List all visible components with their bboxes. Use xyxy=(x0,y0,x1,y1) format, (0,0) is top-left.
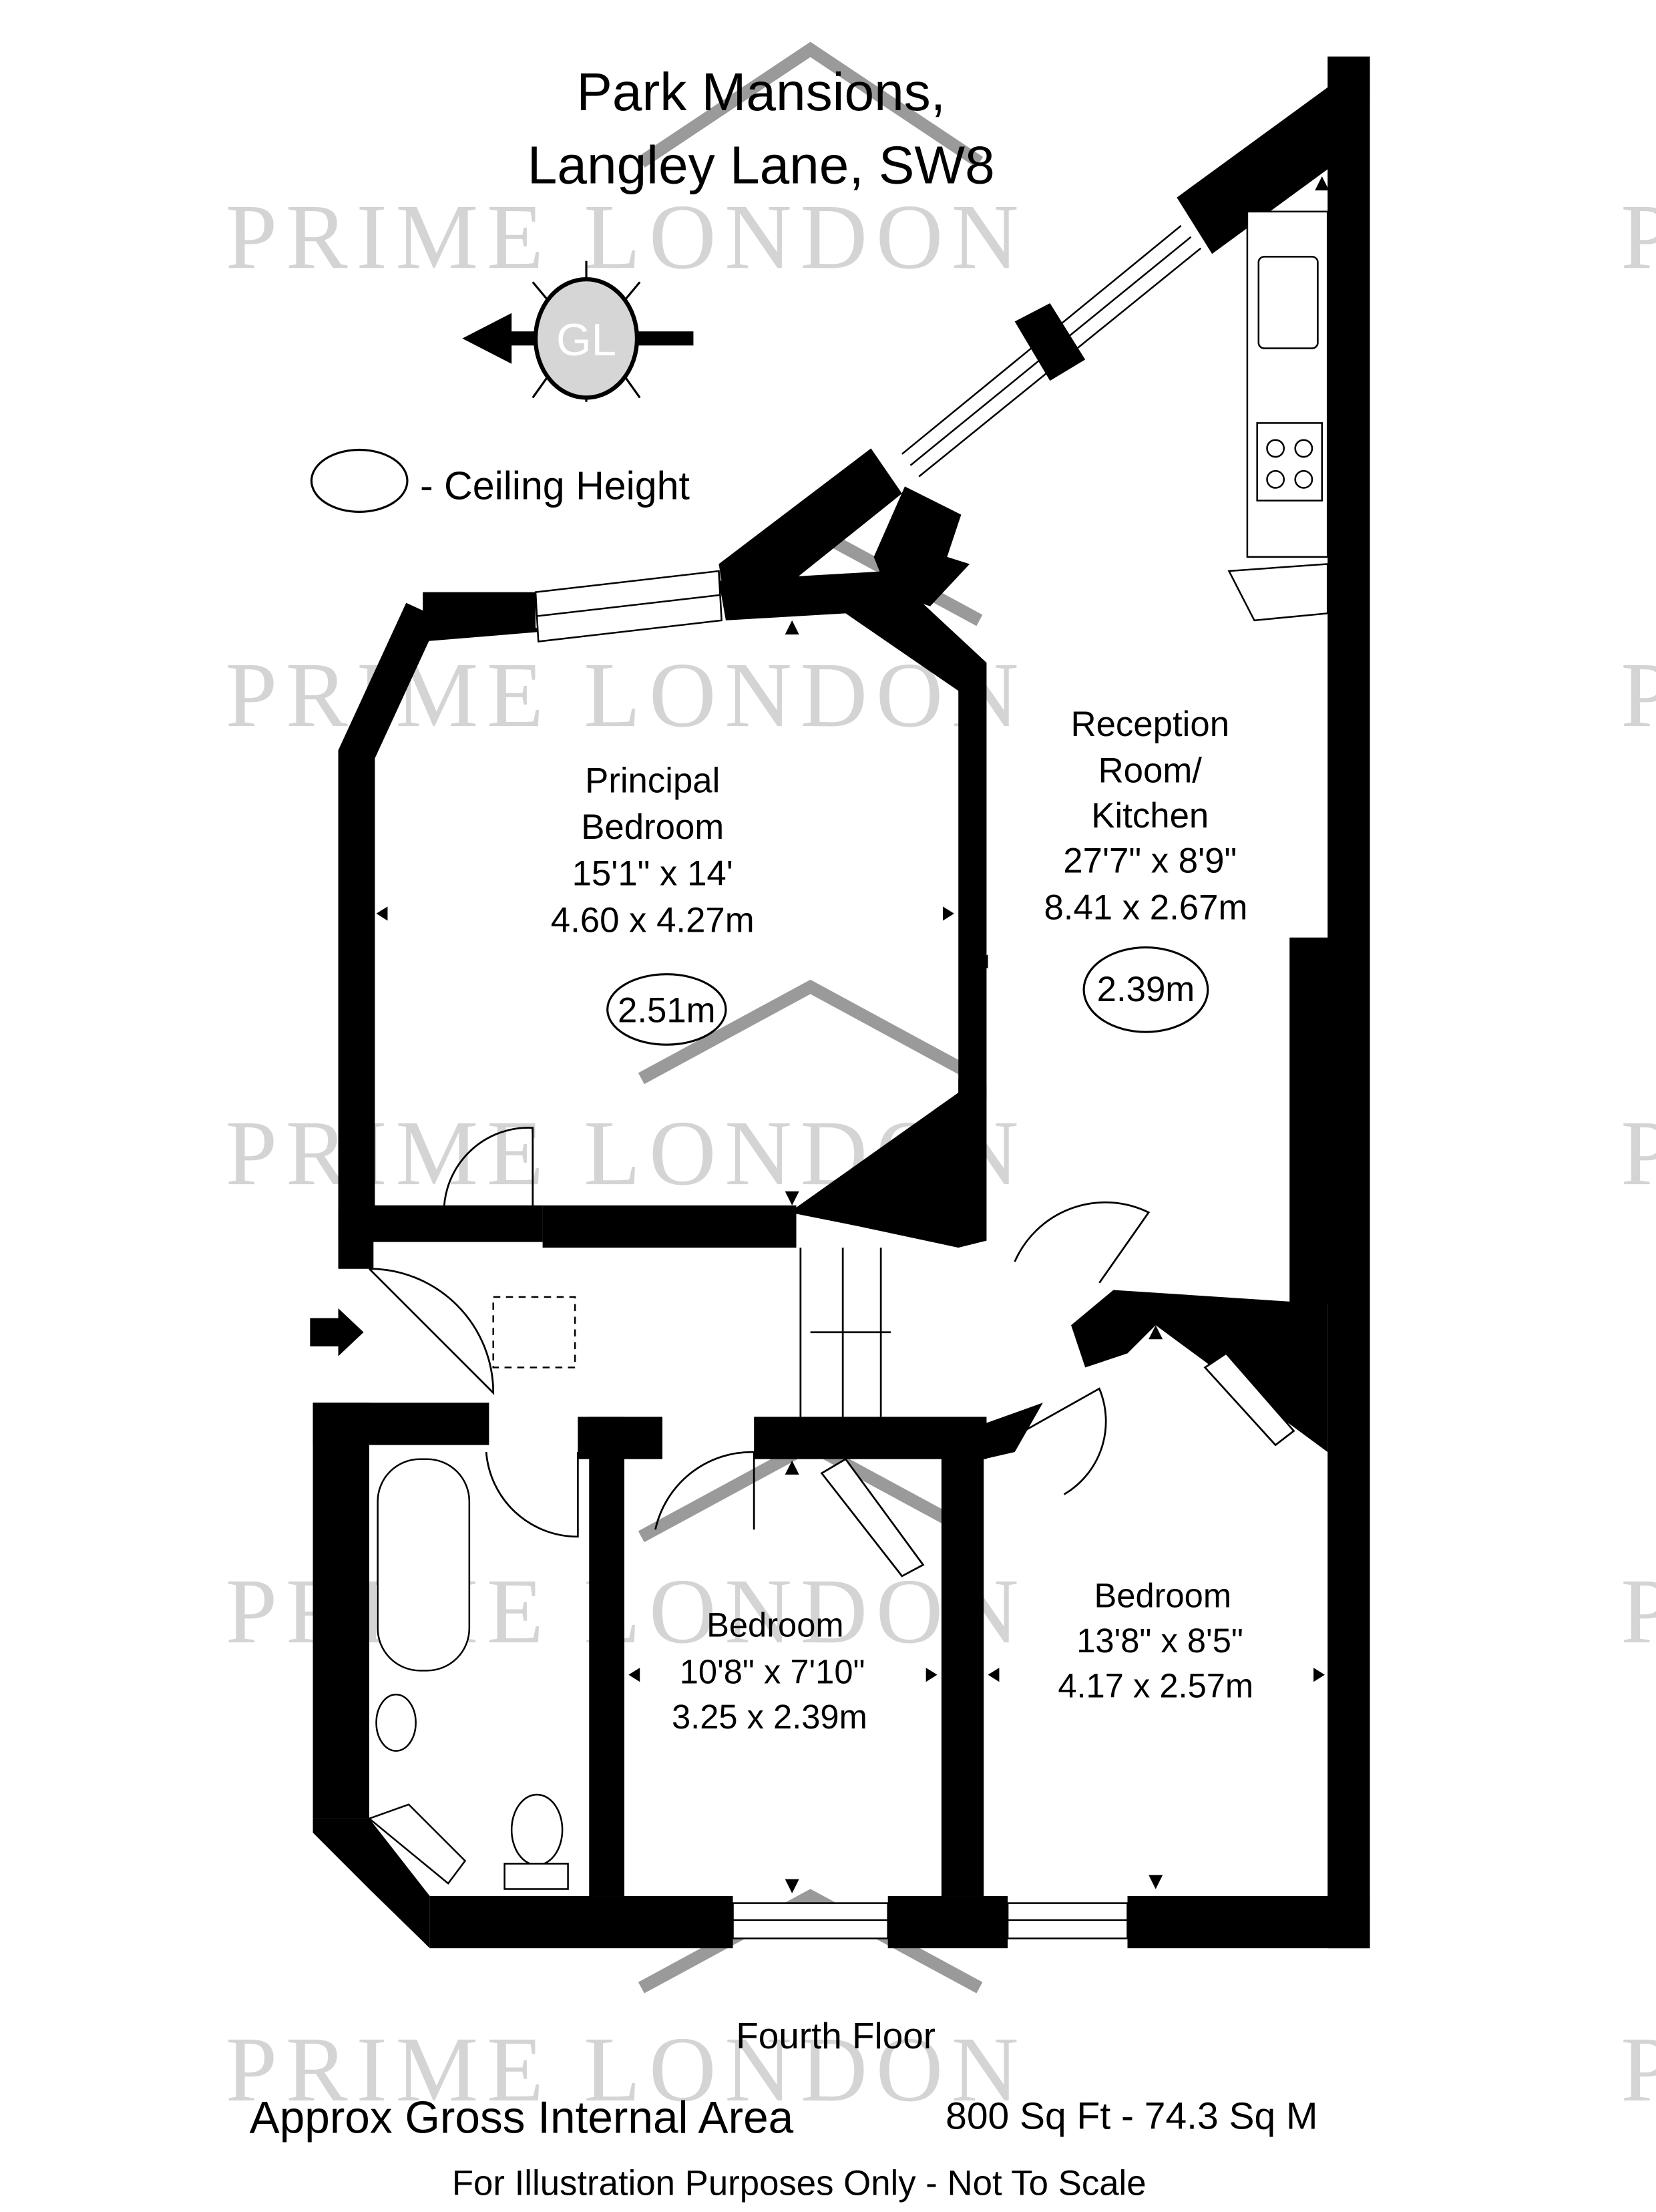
walls xyxy=(313,56,1370,1949)
doors xyxy=(369,1127,1295,1578)
watermark-row: PRIME LONDON P xyxy=(226,2018,1656,2121)
room-bedroom-2: Bedroom 10'8" x 7'10" 3.25 x 2.39m xyxy=(672,1606,867,1736)
loft-hatch xyxy=(492,1296,576,1368)
ceiling-height-badge xyxy=(606,973,727,1046)
watermark-text-partial: P xyxy=(1621,1102,1656,1205)
dimension-markers xyxy=(376,176,1329,1893)
room-name: Reception xyxy=(1071,705,1230,744)
room-dimensions-imperial: 10'8" x 7'10" xyxy=(680,1652,865,1690)
room-dimensions-metric: 4.17 x 2.57m xyxy=(1058,1666,1253,1704)
area-label: Approx Gross Internal Area xyxy=(250,2093,794,2143)
room-dimensions-metric: 4.60 x 4.27m xyxy=(551,900,755,940)
watermark-row: PRIME LONDON P xyxy=(226,186,1656,289)
room-name: Bedroom xyxy=(706,1606,843,1644)
watermark-text: PRIME LONDON xyxy=(226,186,1028,289)
room-name: Principal xyxy=(585,761,720,800)
watermark-text-partial: P xyxy=(1621,186,1656,289)
window xyxy=(367,1803,467,1885)
kitchen-counter xyxy=(1227,210,1329,622)
watermark: PRIME LONDON P PRIME LONDON P PRIME LONDON… xyxy=(226,41,1656,2121)
room-dimensions-imperial: 15'1" x 14' xyxy=(572,854,733,894)
floor-label: Fourth Floor xyxy=(736,2015,936,2056)
title-line-1: Park Mansions, xyxy=(576,61,946,122)
disclaimer: For Illustration Purposes Only - Not To … xyxy=(452,2163,1147,2203)
ceiling-height-legend-icon xyxy=(310,448,409,513)
room-dimensions-imperial: 13'8" x 8'5" xyxy=(1076,1622,1243,1660)
ceiling-height: 2.39m xyxy=(1097,970,1195,1009)
room-dimensions-metric: 8.41 x 2.67m xyxy=(1044,888,1247,927)
area-value: 800 Sq Ft - 74.3 Sq M xyxy=(946,2094,1317,2137)
window xyxy=(732,1902,1128,1940)
ceiling-height-legend: - Ceiling Height xyxy=(420,464,690,508)
watermark-text: PRIME LONDON xyxy=(226,644,1028,747)
ceiling-height: 2.51m xyxy=(618,990,716,1030)
room-name: Kitchen xyxy=(1091,796,1209,836)
watermark-text: PRIME LONDON xyxy=(226,2018,1028,2121)
room-reception-kitchen: Reception Room/ Kitchen 27'7" x 8'9" 8.4… xyxy=(1044,705,1247,1033)
stairs xyxy=(799,1248,891,1417)
compass-icon: GL xyxy=(462,260,694,402)
room-dimensions-metric: 3.25 x 2.39m xyxy=(672,1698,867,1736)
room-name: Bedroom xyxy=(1094,1576,1231,1614)
watermark-text-partial: P xyxy=(1621,2018,1656,2121)
watermark-roof-chevrons xyxy=(638,41,984,1994)
sink-icon xyxy=(1257,256,1319,349)
watermark-text-partial: P xyxy=(1621,1560,1656,1663)
basin-icon xyxy=(375,1693,417,1752)
entrance-arrow-icon xyxy=(310,1308,364,1356)
bath-icon xyxy=(377,1458,471,1672)
room-name: Room/ xyxy=(1098,751,1203,791)
cupboard-icon xyxy=(1227,563,1329,622)
room-principal-bedroom: Principal Bedroom 15'1" x 14' 4.60 x 4.2… xyxy=(551,761,755,1046)
watermark-text-partial: P xyxy=(1621,644,1656,747)
room-dimensions-imperial: 27'7" x 8'9" xyxy=(1063,842,1237,881)
hob-icon xyxy=(1256,422,1323,502)
window xyxy=(534,570,722,642)
toilet-icon xyxy=(510,1793,564,1866)
ceiling-height-badge xyxy=(1082,946,1209,1033)
compass-label: GL xyxy=(556,315,616,365)
title-line-2: Langley Lane, SW8 xyxy=(528,135,995,195)
room-name: Bedroom xyxy=(581,807,724,847)
room-bedroom-3: Bedroom 13'8" x 8'5" 4.17 x 2.57m xyxy=(1058,1576,1253,1704)
window xyxy=(901,224,1202,478)
